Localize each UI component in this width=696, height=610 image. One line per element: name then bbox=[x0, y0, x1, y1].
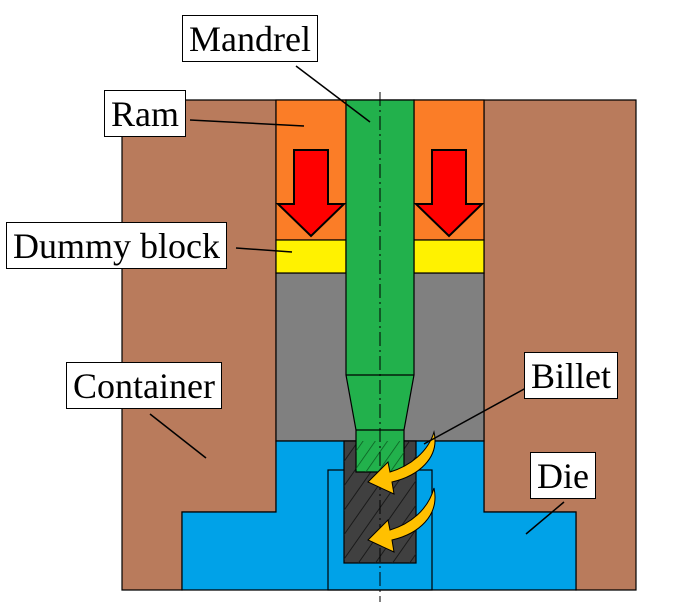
dummy-block-right bbox=[413, 239, 485, 274]
billet-label: Billet bbox=[524, 352, 618, 399]
mandrel-label: Mandrel bbox=[182, 15, 318, 62]
dummy-block-label: Dummy block bbox=[6, 222, 227, 269]
die-label: Die bbox=[530, 452, 596, 499]
leader-ram bbox=[189, 119, 305, 127]
leader-billet bbox=[423, 387, 527, 445]
red-down-arrow-icon bbox=[413, 149, 485, 238]
leader-container bbox=[149, 413, 207, 459]
leader-dummy-block bbox=[235, 247, 293, 253]
container-label: Container bbox=[66, 362, 222, 409]
ram-label: Ram bbox=[104, 90, 186, 137]
curved-yellow-arrow-icon bbox=[367, 430, 436, 495]
red-down-arrow-icon bbox=[275, 149, 347, 238]
dummy-block-left bbox=[275, 239, 347, 274]
leader-mandrel bbox=[295, 65, 371, 123]
leader-die bbox=[525, 501, 565, 535]
curved-yellow-arrow-icon bbox=[367, 487, 436, 553]
